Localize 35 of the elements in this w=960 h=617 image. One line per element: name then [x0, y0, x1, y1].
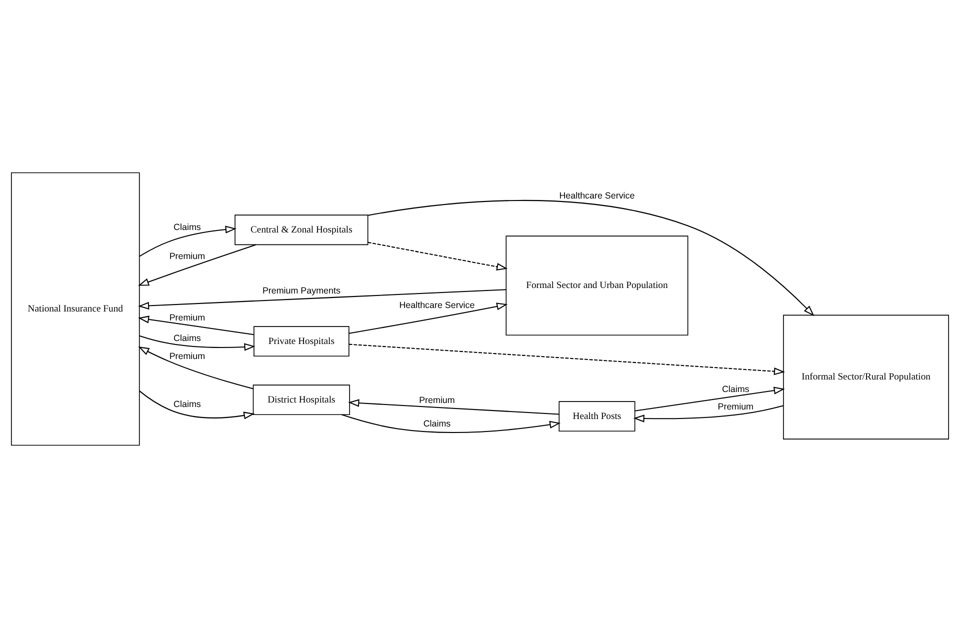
edge-label: Claims [423, 418, 451, 428]
edge-label: Healthcare Service [399, 299, 475, 310]
arrow [348, 398, 560, 414]
node-box: Informal Sector/Rural Population [783, 314, 950, 439]
arrow [368, 199, 814, 316]
edge-label: Premium [718, 401, 754, 412]
arrow [138, 346, 254, 389]
arrow [138, 315, 254, 335]
node-box: District Hospitals [252, 384, 350, 415]
arrow [368, 241, 508, 270]
arrow [139, 390, 255, 419]
edge-label: Claims [174, 332, 201, 342]
node-box: Formal Sector and Urban Population [506, 235, 688, 336]
node-box: Central & Zonal Hospitals [234, 214, 368, 245]
arrow [341, 414, 561, 432]
edge-label: Premium [169, 350, 206, 360]
arrow [139, 334, 256, 350]
arrow [634, 386, 785, 411]
arrow [348, 302, 508, 334]
edge-label: Premium Payments [262, 284, 340, 295]
edge-label: Claims [722, 383, 750, 394]
node-box: Health Posts [558, 400, 636, 432]
edge-label: Premium [419, 394, 455, 404]
arrow [138, 244, 256, 286]
edge-label: Premium [169, 250, 206, 261]
node-box: Private Hospitals [254, 326, 350, 356]
edge-label: Premium [169, 312, 206, 322]
edge-label: Healthcare Service [559, 190, 635, 200]
node-box: National Insurance Fund [10, 172, 140, 446]
arrow [138, 288, 506, 310]
arrow [139, 225, 236, 256]
edge-label: Claims [174, 398, 201, 408]
arrow [348, 343, 785, 375]
arrow [633, 404, 784, 422]
edge-label: Claims [174, 222, 201, 232]
